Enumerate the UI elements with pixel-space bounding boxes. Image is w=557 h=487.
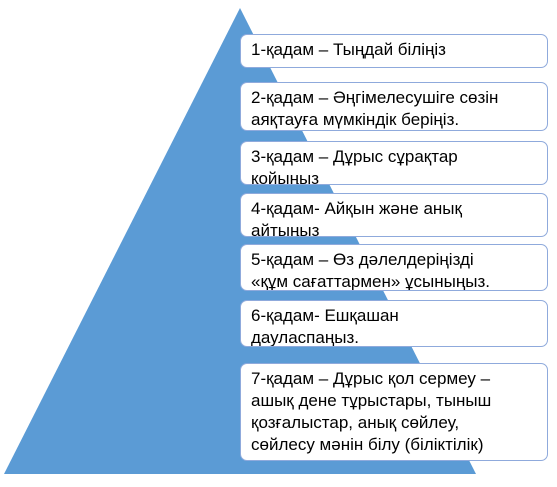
step-1-box: 1-қадам – Тыңдай біліңіз xyxy=(240,34,548,68)
step-3-box: 3-қадам – Дұрыс сұрақтар қойыңыз xyxy=(240,141,548,185)
step-7-box: 7-қадам – Дұрыс қол сермеу – ашық дене т… xyxy=(240,363,548,461)
pyramid-triangle xyxy=(4,8,476,474)
step-2-box: 2-қадам – Әңгімелесушіге сөзін аяқтауға … xyxy=(240,82,548,131)
step-4-box: 4-қадам- Айқын және анық айтыңыз xyxy=(240,193,548,237)
step-6-box: 6-қадам- Ешқашан дауласпаңыз. xyxy=(240,300,548,347)
step-5-box: 5-қадам – Өз дәлелдеріңізді «құм сағатта… xyxy=(240,244,548,291)
